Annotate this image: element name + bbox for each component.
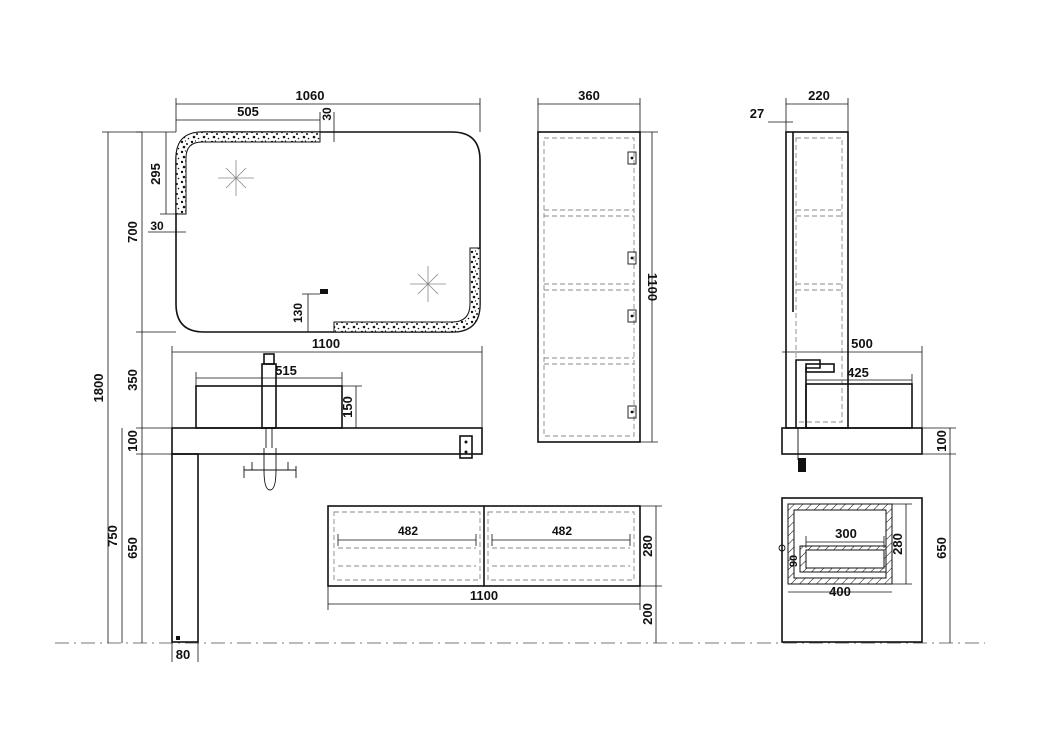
mirror-dimensions: 1060 505 30 295 30 700 130 [125, 88, 481, 333]
basin-width-label: 515 [275, 363, 297, 378]
side-drawer-depth-label: 400 [829, 584, 851, 599]
leg-inner-height-label: 650 [125, 537, 140, 559]
counter-front-view [171, 353, 483, 643]
side-view-dimensions: 220 27 500 425 100 300 90 280 400 650 [750, 88, 956, 643]
mirror-sensor-height-label: 130 [291, 303, 305, 323]
mirror-sensor-icon [320, 289, 328, 294]
drawer-unit-front-view [327, 505, 641, 587]
drawer-unit-dimensions: 482 482 280 1100 200 [327, 505, 662, 643]
mirror-strip-height-label: 295 [148, 163, 163, 185]
side-mirror-thickness-label: 27 [750, 106, 764, 121]
basin-height-label: 150 [340, 396, 355, 418]
tall-cabinet-height-label: 1100 [645, 273, 660, 301]
mirror-led-strip-bottom [333, 247, 481, 333]
leg-height-label: 750 [105, 525, 120, 547]
side-counter-depth-label: 500 [851, 336, 873, 351]
mirror-height-label: 700 [125, 221, 140, 243]
side-drawer-inner-depth-label: 300 [835, 526, 857, 541]
sparkle-icon [218, 160, 254, 196]
counter-dimensions: 1100 515 150 350 100 1800 750 650 80 [91, 131, 483, 662]
tall-cabinet-width-label: 360 [578, 88, 600, 103]
mirror-strip-width-label: 505 [237, 104, 259, 119]
tall-cabinet-dimensions: 360 1100 [537, 88, 660, 443]
counter-thickness-label: 100 [125, 430, 140, 452]
drawer-inner-right-label: 482 [552, 524, 572, 538]
side-counter-thickness-label: 100 [934, 430, 949, 452]
drawer-inner-left-label: 482 [398, 524, 418, 538]
hinge-icon [627, 309, 637, 323]
side-drawer-small-label: 90 [788, 555, 800, 567]
hinge-icon [627, 405, 637, 419]
gap-height-label: 350 [125, 369, 140, 391]
counter-width-label: 1100 [312, 336, 340, 351]
side-cabinet-depth-label: 220 [808, 88, 830, 103]
mirror-strip-thickness-side-label: 30 [150, 219, 164, 233]
mirror-led-strip-top [175, 131, 321, 215]
side-unit-height-label: 650 [934, 537, 949, 559]
drawer-floor-clearance-label: 200 [640, 603, 655, 625]
hinge-icon [627, 251, 637, 265]
total-height-label: 1800 [91, 374, 106, 403]
drawer-height-label: 280 [640, 535, 655, 557]
mirror-width-label: 1060 [296, 88, 325, 103]
side-basin-depth-label: 425 [847, 365, 869, 380]
hinge-icon [627, 151, 637, 165]
side-drawer-height-label: 280 [890, 533, 905, 555]
mirror-front-view [175, 131, 481, 333]
drawer-unit-width-label: 1100 [470, 588, 498, 603]
leg-width-label: 80 [176, 647, 190, 662]
mirror-strip-thickness-top-label: 30 [320, 107, 334, 121]
side-view [778, 131, 923, 643]
sparkle-icon [410, 266, 446, 302]
tall-cabinet-front-view [537, 131, 641, 443]
